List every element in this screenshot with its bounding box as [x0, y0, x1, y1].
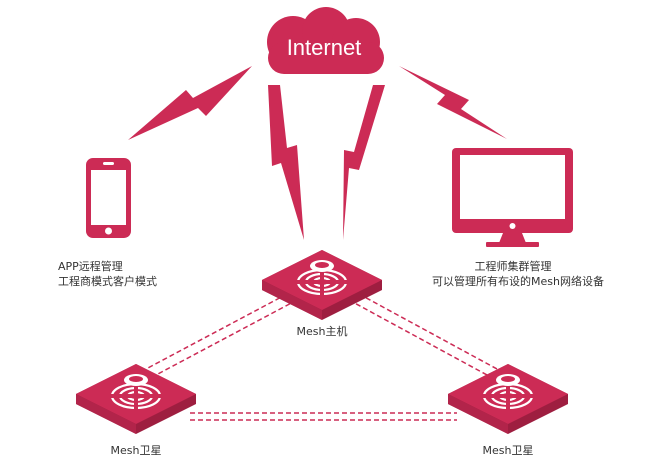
- phone-caption-line2: 工程商模式客户模式: [58, 275, 157, 288]
- monitor-caption: 工程师集群管理 可以管理所有布设的Mesh网络设备: [432, 259, 604, 289]
- phone-icon: [86, 158, 131, 238]
- link-host-right-b: [348, 299, 488, 376]
- phone-caption-line1: APP远程管理: [58, 260, 123, 273]
- phone-caption: APP远程管理 工程商模式客户模式: [58, 259, 157, 289]
- lightning-icon-host-left: [268, 85, 304, 240]
- lightning-icon-host-right: [343, 85, 385, 240]
- monitor-icon: [452, 148, 573, 247]
- link-host-left-b: [155, 299, 298, 376]
- monitor-caption-line1: 工程师集群管理: [474, 260, 552, 273]
- router-icon-satellite-left: [74, 362, 198, 436]
- cloud-icon: [267, 7, 384, 74]
- satellite-left-label: Mesh卫星: [110, 444, 162, 457]
- satellite-right-label: Mesh卫星: [482, 444, 534, 457]
- router-icon-satellite-right: [446, 362, 570, 436]
- mesh-host-label: Mesh主机: [296, 325, 348, 338]
- monitor-caption-line2: 可以管理所有布设的Mesh网络设备: [432, 275, 604, 288]
- lightning-icon-monitor: [399, 66, 507, 139]
- cloud-label: Internet: [287, 35, 362, 60]
- mesh-links: [145, 293, 498, 421]
- lightning-icon-phone: [128, 66, 252, 140]
- link-host-left-a: [145, 293, 288, 370]
- link-host-right-a: [358, 293, 498, 370]
